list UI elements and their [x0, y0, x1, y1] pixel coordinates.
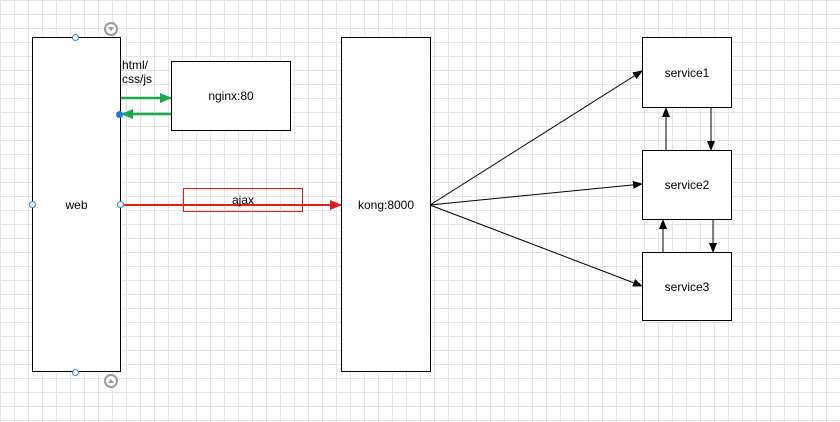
edge-label-ajax[interactable]: ajax: [183, 188, 303, 212]
node-service2-label: service2: [664, 178, 710, 192]
node-service3-label: service3: [664, 279, 710, 294]
edge-label-html-line: html/: [122, 58, 149, 72]
node-nginx-label: nginx:80: [208, 89, 254, 103]
node-kong-label: kong:8000: [357, 197, 415, 212]
connection-point-handle[interactable]: [116, 111, 123, 118]
edge-kong-to-service2[interactable]: [429, 180, 643, 206]
resize-handle-top[interactable]: [72, 34, 79, 41]
node-nginx[interactable]: nginx:80: [171, 61, 291, 131]
node-kong[interactable]: kong:8000: [341, 37, 431, 372]
node-web-label: web: [65, 197, 88, 212]
node-service1[interactable]: service1: [642, 37, 732, 108]
node-service1-label: service1: [664, 65, 710, 80]
resize-handle-right[interactable]: [117, 201, 124, 208]
edge-kong-to-service1[interactable]: [429, 70, 643, 206]
node-web[interactable]: web: [32, 37, 121, 372]
resize-handle-bottom[interactable]: [72, 369, 79, 376]
expand-down-icon[interactable]: [104, 374, 118, 388]
collapse-up-icon[interactable]: [104, 22, 118, 36]
edge-kong-to-service3[interactable]: [429, 204, 643, 287]
node-service3[interactable]: service3: [642, 252, 732, 321]
edge-label-ajax-text: ajax: [231, 193, 254, 207]
resize-handle-left[interactable]: [29, 201, 36, 208]
edge-label-cssjs-line: css/js: [122, 72, 152, 86]
node-service2[interactable]: service2: [642, 150, 732, 220]
edge-label-html-css-js: html/ css/js: [122, 58, 152, 86]
